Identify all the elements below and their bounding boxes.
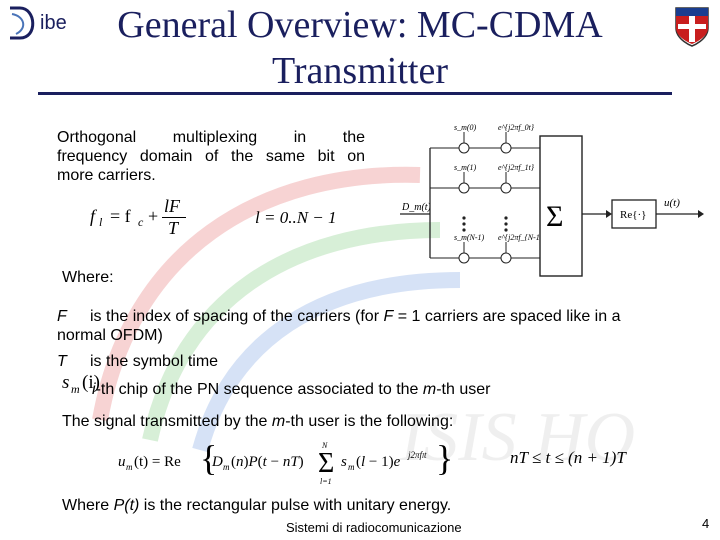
carrier-label: e^{j2πf_{N-1}t} — [498, 233, 549, 242]
summation-block — [539, 135, 583, 277]
equation-lhs: u — [118, 454, 126, 470]
ellipsis-dots — [462, 216, 508, 232]
f-text-line-2: normal OFDM) — [57, 327, 163, 344]
signal-sentence: The signal transmitted by the m-th user … — [62, 412, 453, 431]
logo-text: ibe — [40, 12, 67, 34]
sentence-a: The signal transmitted by the — [62, 413, 272, 430]
sm-text-c: -th user — [436, 381, 491, 398]
sm-text-italic: m — [422, 381, 437, 398]
sm-subscript: m — [71, 382, 80, 396]
multiplier-node — [500, 142, 512, 154]
output-label: u(t) — [664, 197, 680, 209]
title-underline — [38, 92, 672, 95]
multiplier-node — [458, 142, 470, 154]
transmitter-block-diagram: D_m(t) s_m(0) s_m(1) s_m(N-1) e^{j2 — [400, 123, 704, 277]
mixer-row — [430, 172, 540, 194]
multiplier-node — [458, 252, 470, 264]
sm-symbol: s — [62, 372, 70, 393]
sm-text: i-th chip of the PN sequence associated … — [92, 380, 490, 399]
multiplier-node — [500, 252, 512, 264]
sm-argument: (i) — [82, 372, 100, 393]
where-label: Where: — [62, 269, 114, 286]
svg-text:m: m — [348, 462, 355, 472]
multiplier-node — [458, 182, 470, 194]
svg-text:{: { — [200, 438, 217, 478]
definition-sm: s m (i) i-th chip of the PN sequence ass… — [62, 372, 582, 398]
svg-text:}: } — [436, 438, 453, 478]
svg-text:m: m — [223, 462, 230, 472]
svg-text:ISIS HO: ISIS HO — [399, 399, 635, 476]
title-line-2: Transmitter — [272, 50, 448, 92]
f-text-b: = 1 carriers are spaced like in a — [393, 308, 621, 325]
svg-text:l=1: l=1 — [320, 477, 332, 486]
svg-text:j2πflt: j2πflt — [407, 450, 427, 460]
fl-equals-fc: = f — [110, 206, 131, 226]
sentence-italic: m — [271, 413, 286, 430]
input-label: D_m(t) — [401, 202, 432, 213]
svg-text:s: s — [341, 454, 347, 470]
f-symbol: F — [57, 308, 67, 325]
fl-symbol: f — [90, 206, 96, 226]
pulse-note: Where P(t) is the rectangular pulse with… — [62, 496, 451, 515]
equation-body: (t) = Re — [134, 454, 181, 470]
coefficient-label: s_m(N-1) — [454, 233, 485, 242]
real-part-label: Re{·} — [620, 209, 646, 221]
fc-subscript: c — [138, 215, 144, 229]
plus-sign: + — [148, 206, 159, 226]
svg-text:N: N — [321, 441, 328, 450]
t-text: is the symbol time — [90, 353, 219, 370]
f-text-italic: F — [383, 308, 394, 325]
real-part-block — [611, 199, 657, 229]
intro-line-1: Orthogonal multiplexing in the — [57, 128, 365, 147]
page-number: 4 — [702, 516, 710, 531]
slide-title: General Overview: MC-CDMA Transmitter — [60, 2, 660, 94]
fl-subscript: l — [99, 215, 103, 229]
title-line-1: General Overview: MC-CDMA — [117, 4, 603, 46]
intro-word: multiplexing — [172, 129, 258, 146]
pulse-note-b: is the rectangular pulse with unitary en… — [139, 497, 452, 514]
sm-text-b: -th chip of the PN sequence associated t… — [95, 381, 423, 398]
intro-word: in — [293, 129, 307, 146]
index-range: l = 0..N − 1 — [255, 208, 337, 227]
sentence-b: -th user is the following: — [285, 413, 454, 430]
svg-text:Σ: Σ — [318, 448, 334, 479]
f-text-a: is the index of spacing of the carriers … — [90, 308, 384, 325]
t-symbol: T — [57, 353, 67, 370]
mixer-row — [430, 242, 540, 264]
mixer-row — [430, 132, 540, 154]
coefficient-label: s_m(0) — [454, 123, 477, 132]
intro-paragraph: Orthogonal multiplexing in the frequency… — [57, 128, 365, 185]
coefficient-label: s_m(1) — [454, 163, 477, 172]
carrier-label: e^{j2πf_1t} — [498, 163, 535, 172]
pulse-note-italic: P(t) — [113, 497, 140, 514]
svg-text:(l − 1)e: (l − 1)e — [356, 454, 401, 470]
svg-text:D: D — [211, 454, 223, 470]
time-interval: nT ≤ t ≤ (n + 1)T — [510, 448, 626, 467]
multiplier-node — [500, 182, 512, 194]
transmitted-signal-equation: u m (t) = Re { D m (n)P(t − nT) Σ N l=1 … — [118, 438, 453, 486]
university-crest — [675, 7, 709, 47]
fraction-numerator: lF — [164, 196, 180, 216]
course-name: Sistemi di radiocomunicazione — [286, 520, 462, 535]
svg-text:(n)P(t − nT): (n)P(t − nT) — [231, 454, 304, 470]
summation-symbol: Σ — [546, 200, 563, 233]
intro-line-2: frequency domain of the same bit on — [57, 148, 365, 165]
dibe-logo — [10, 6, 35, 40]
frequency-formula: f l = f c + lF T — [90, 196, 190, 242]
carrier-label: e^{j2πf_0t} — [498, 123, 535, 132]
fraction-denominator: T — [168, 218, 179, 238]
pulse-note-a: Where — [62, 497, 114, 514]
intro-line-3: more carriers. — [57, 167, 156, 184]
sm-text-a: i — [92, 381, 96, 398]
svg-text:m: m — [126, 462, 133, 472]
fraction-bar — [162, 217, 186, 218]
intro-word: the — [342, 129, 365, 146]
intro-word: Orthogonal — [57, 129, 137, 146]
